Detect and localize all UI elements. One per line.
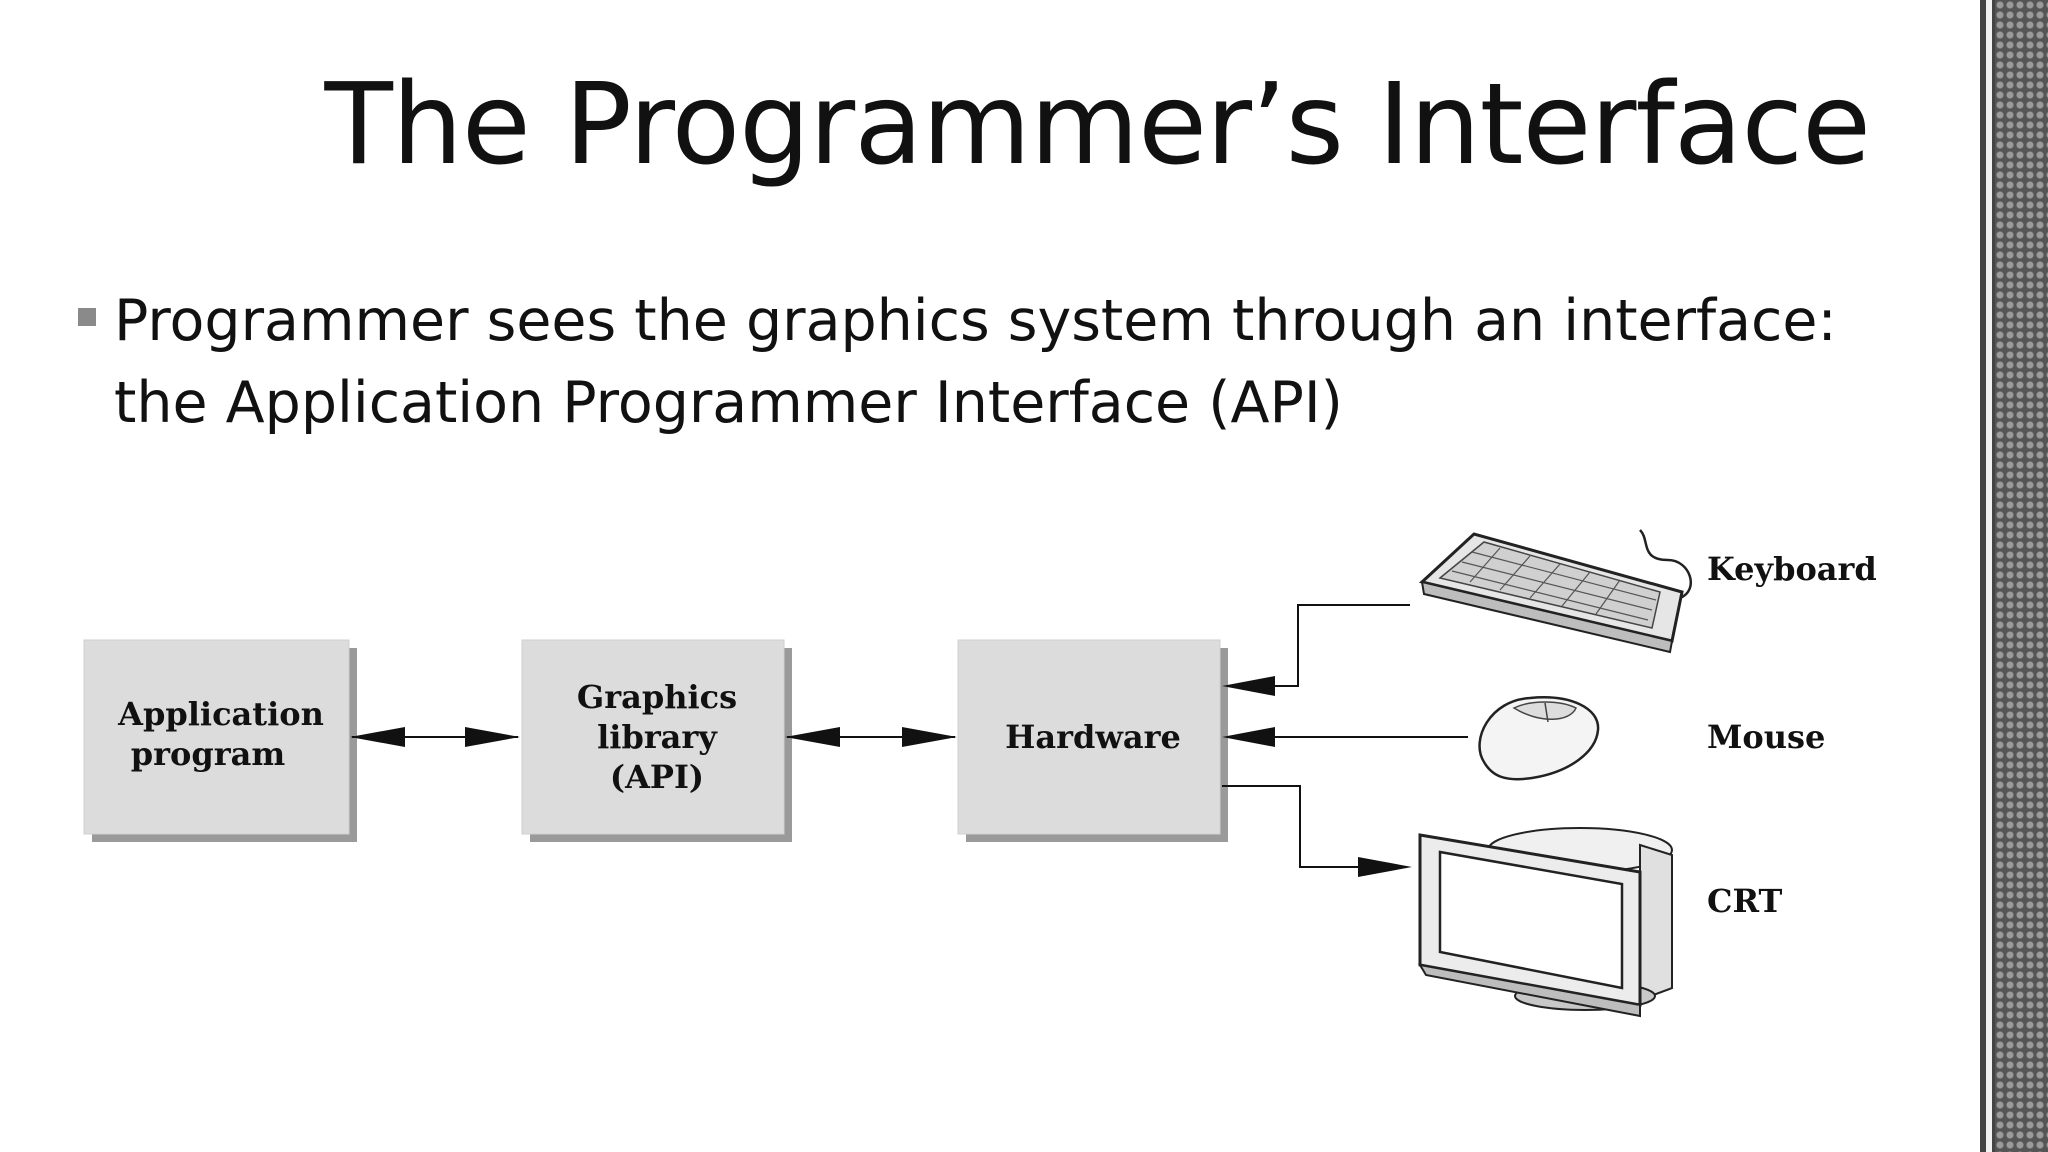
crt-monitor-icon <box>1418 827 1673 1018</box>
decorative-pattern <box>1995 0 2048 1152</box>
hardware-box: Hardware <box>957 639 1228 842</box>
box-label-line: Graphics <box>577 678 737 716</box>
mouse-icon <box>1478 696 1600 781</box>
graphics-library-box: Graphics library (API) <box>521 639 792 842</box>
arrow-library-hardware <box>785 727 957 747</box>
box-label-line: (API) <box>610 758 704 796</box>
mouse-label: Mouse <box>1707 718 1825 756</box>
arrow-app-library <box>350 727 520 747</box>
keyboard-icon <box>1418 529 1692 654</box>
decorative-divider <box>1986 0 1992 1152</box>
crt-label: CRT <box>1707 882 1783 920</box>
bullet-square-icon <box>78 308 96 326</box>
application-program-box: Application program <box>83 639 357 842</box>
box-label-line: library <box>597 718 718 756</box>
box-label-line: program <box>131 735 286 773</box>
keyboard-label: Keyboard <box>1707 550 1877 588</box>
slide-title: The Programmer’s Interface <box>324 60 1872 190</box>
arrow-mouse-hardware <box>1222 727 1468 747</box>
arrow-keyboard-hardware <box>1222 604 1410 696</box>
box-label-line: Application <box>117 695 324 733</box>
arrow-hardware-crt <box>1222 785 1412 877</box>
bullet-text: Programmer sees the graphics system thro… <box>114 288 1837 436</box>
box-label-line: Hardware <box>1005 718 1181 756</box>
